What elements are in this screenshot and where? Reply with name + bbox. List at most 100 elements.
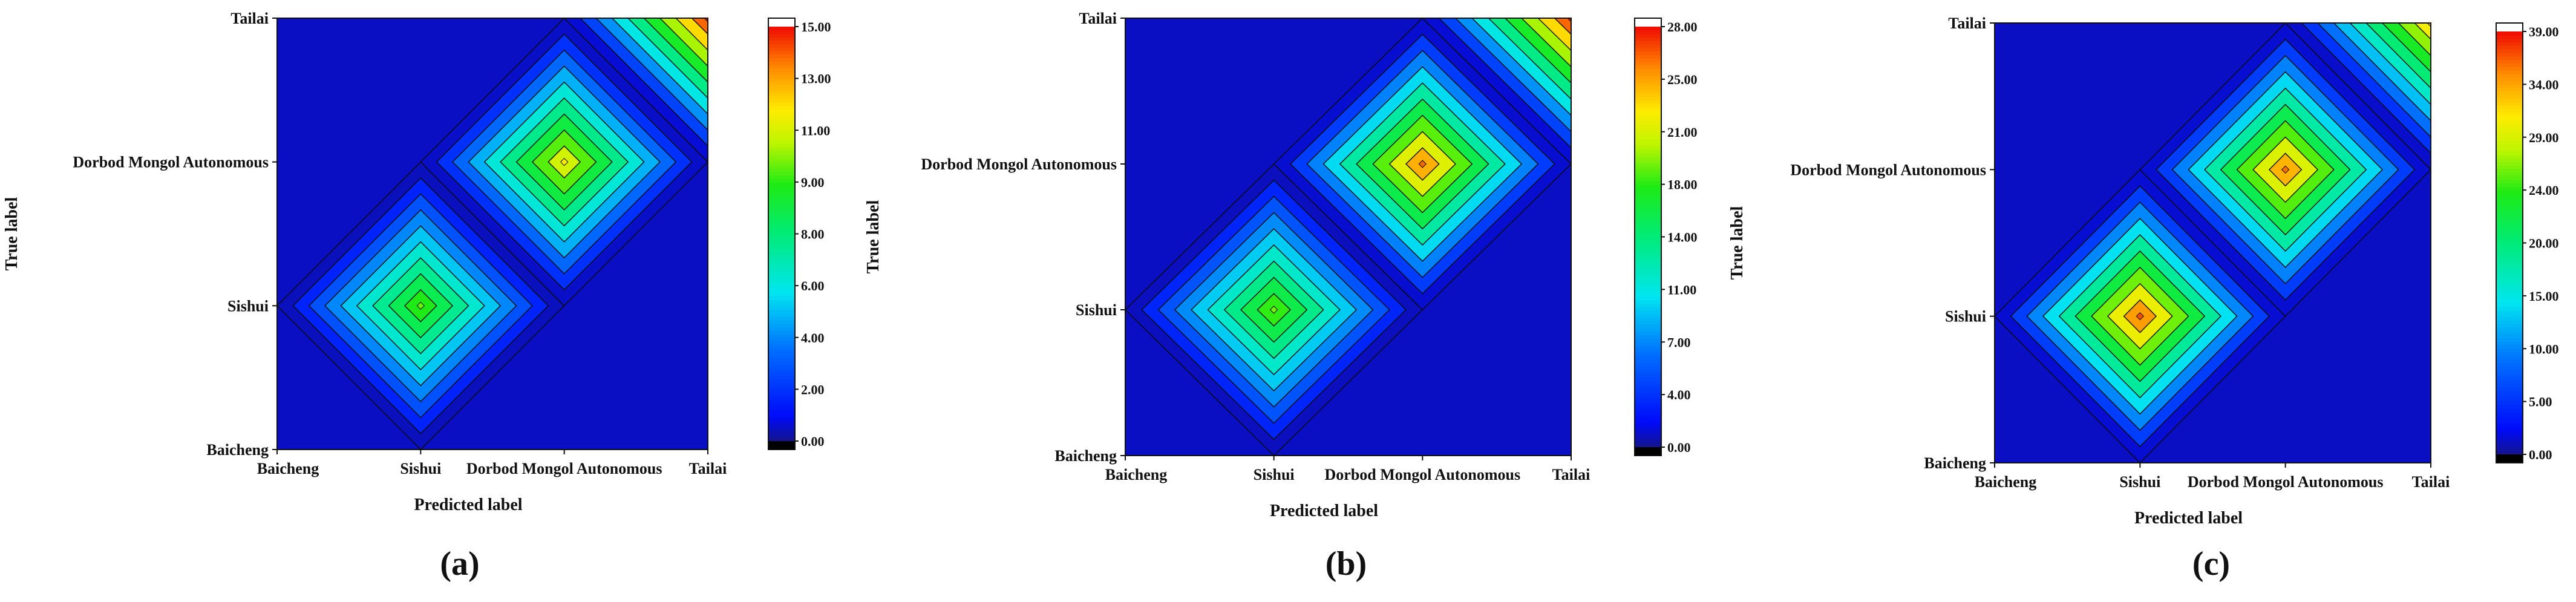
colorbar-segment <box>1635 72 1661 76</box>
y-tick-label: Sishui <box>1076 301 1117 319</box>
colorbar-segment <box>768 47 795 51</box>
colorbar-segment <box>2496 175 2523 180</box>
colorbar-segment <box>2496 426 2523 430</box>
colorbar-segment <box>1635 33 1661 38</box>
colorbar-segment <box>768 323 795 328</box>
colorbar-segment <box>2496 289 2523 293</box>
colorbar-segment <box>1635 219 1661 223</box>
colorbar-segment <box>2496 190 2523 194</box>
colorbar-segment <box>2496 162 2523 166</box>
colorbar-under-cap <box>768 441 795 450</box>
colorbar-segment <box>2496 316 2523 321</box>
colorbar-segment <box>768 133 795 138</box>
colorbar-segment <box>1635 279 1661 283</box>
colorbar-segment <box>768 199 795 203</box>
colorbar-segment <box>1635 307 1661 311</box>
colorbar-segment <box>1635 345 1661 350</box>
colorbar-segment <box>1635 370 1661 374</box>
colorbar-segment <box>1635 163 1661 168</box>
colorbar-segment <box>1635 117 1661 122</box>
colorbar-segment <box>1635 139 1661 143</box>
colorbar-segment <box>1635 177 1661 182</box>
contour-field <box>277 18 708 450</box>
peak-marker-4 <box>704 18 708 22</box>
colorbar-segment <box>768 102 795 106</box>
colorbar-segment <box>1635 58 1661 62</box>
colorbar-segment <box>2496 214 2523 219</box>
colorbar-segment <box>768 78 795 82</box>
x-tick-label: Sishui <box>1254 466 1295 483</box>
colorbar-segment <box>2496 169 2523 173</box>
colorbar: 0.005.0010.0015.0020.0024.0029.0034.0039… <box>2496 22 2559 463</box>
colorbar-segment <box>2496 229 2523 233</box>
colorbar-segment <box>2496 186 2523 191</box>
colorbar-segment <box>2496 303 2523 307</box>
colorbar-segment <box>2496 126 2523 131</box>
colorbar-segment <box>768 393 795 397</box>
colorbar-tick-label: 25.00 <box>1667 72 1698 87</box>
colorbar-segment <box>768 189 795 193</box>
peak-marker-4 <box>2427 23 2431 27</box>
contour-band-peak-4 <box>2414 23 2431 40</box>
x-tick-label: Baicheng <box>257 460 319 477</box>
colorbar-segment <box>768 382 795 387</box>
y-tick-label: Baicheng <box>1054 447 1117 465</box>
colorbar-segment <box>2496 401 2523 406</box>
colorbar-segment <box>2496 112 2523 117</box>
colorbar-segment <box>2496 373 2523 378</box>
colorbar-segment <box>1635 209 1661 213</box>
colorbar-segment <box>768 213 795 217</box>
colorbar-segment <box>1635 76 1661 80</box>
colorbar-segment <box>768 289 795 293</box>
colorbar-segment <box>1635 247 1661 252</box>
colorbar-segment <box>768 185 795 189</box>
colorbar-segment <box>2496 67 2523 71</box>
colorbar-segment <box>768 116 795 120</box>
colorbar-segment <box>768 237 795 241</box>
colorbar-segment <box>2496 436 2523 441</box>
colorbar-segment <box>768 403 795 407</box>
x-axis-label: Predicted label <box>2134 509 2243 528</box>
colorbar-segment <box>768 27 795 31</box>
colorbar-segment <box>1635 419 1661 424</box>
colorbar-segment <box>2496 345 2523 349</box>
colorbar-segment <box>1635 310 1661 315</box>
colorbar-segment <box>768 292 795 296</box>
colorbar-segment <box>768 223 795 227</box>
colorbar-segment <box>1635 237 1661 241</box>
colorbar-segment <box>1635 384 1661 388</box>
colorbar-segment <box>2496 278 2523 283</box>
colorbar-segment <box>2496 221 2523 226</box>
y-axis-label: True label <box>2 197 21 270</box>
x-tick-label: Baicheng <box>1975 473 2037 491</box>
colorbar-segment <box>1635 27 1661 31</box>
colorbar-segment <box>2496 362 2523 367</box>
colorbar-segment <box>2496 274 2523 279</box>
colorbar-segment <box>2496 370 2523 374</box>
colorbar-segment <box>2496 56 2523 61</box>
colorbar-segment <box>768 406 795 411</box>
colorbar-segment <box>1635 174 1661 178</box>
colorbar-segment <box>1635 30 1661 34</box>
colorbar-segment <box>768 230 795 235</box>
colorbar-segment <box>1635 359 1661 364</box>
colorbar-segment <box>2496 49 2523 53</box>
colorbar-segment <box>2496 292 2523 296</box>
colorbar-segment <box>1635 103 1661 108</box>
colorbar-segment <box>1635 352 1661 357</box>
colorbar-segment <box>1635 215 1661 220</box>
colorbar-segment <box>1635 289 1661 293</box>
colorbar-segment <box>1635 282 1661 287</box>
colorbar-segment <box>1635 324 1661 329</box>
colorbar-tick-label: 11.00 <box>1667 282 1696 297</box>
colorbar-tick-label: 20.00 <box>2529 236 2559 251</box>
colorbar-segment <box>1635 125 1661 129</box>
colorbar-segment <box>2496 264 2523 268</box>
colorbar-segment <box>768 371 795 376</box>
colorbar-segment <box>2496 225 2523 229</box>
colorbar-segment <box>2496 130 2523 134</box>
colorbar-segment <box>2496 419 2523 424</box>
colorbar-segment <box>768 234 795 238</box>
